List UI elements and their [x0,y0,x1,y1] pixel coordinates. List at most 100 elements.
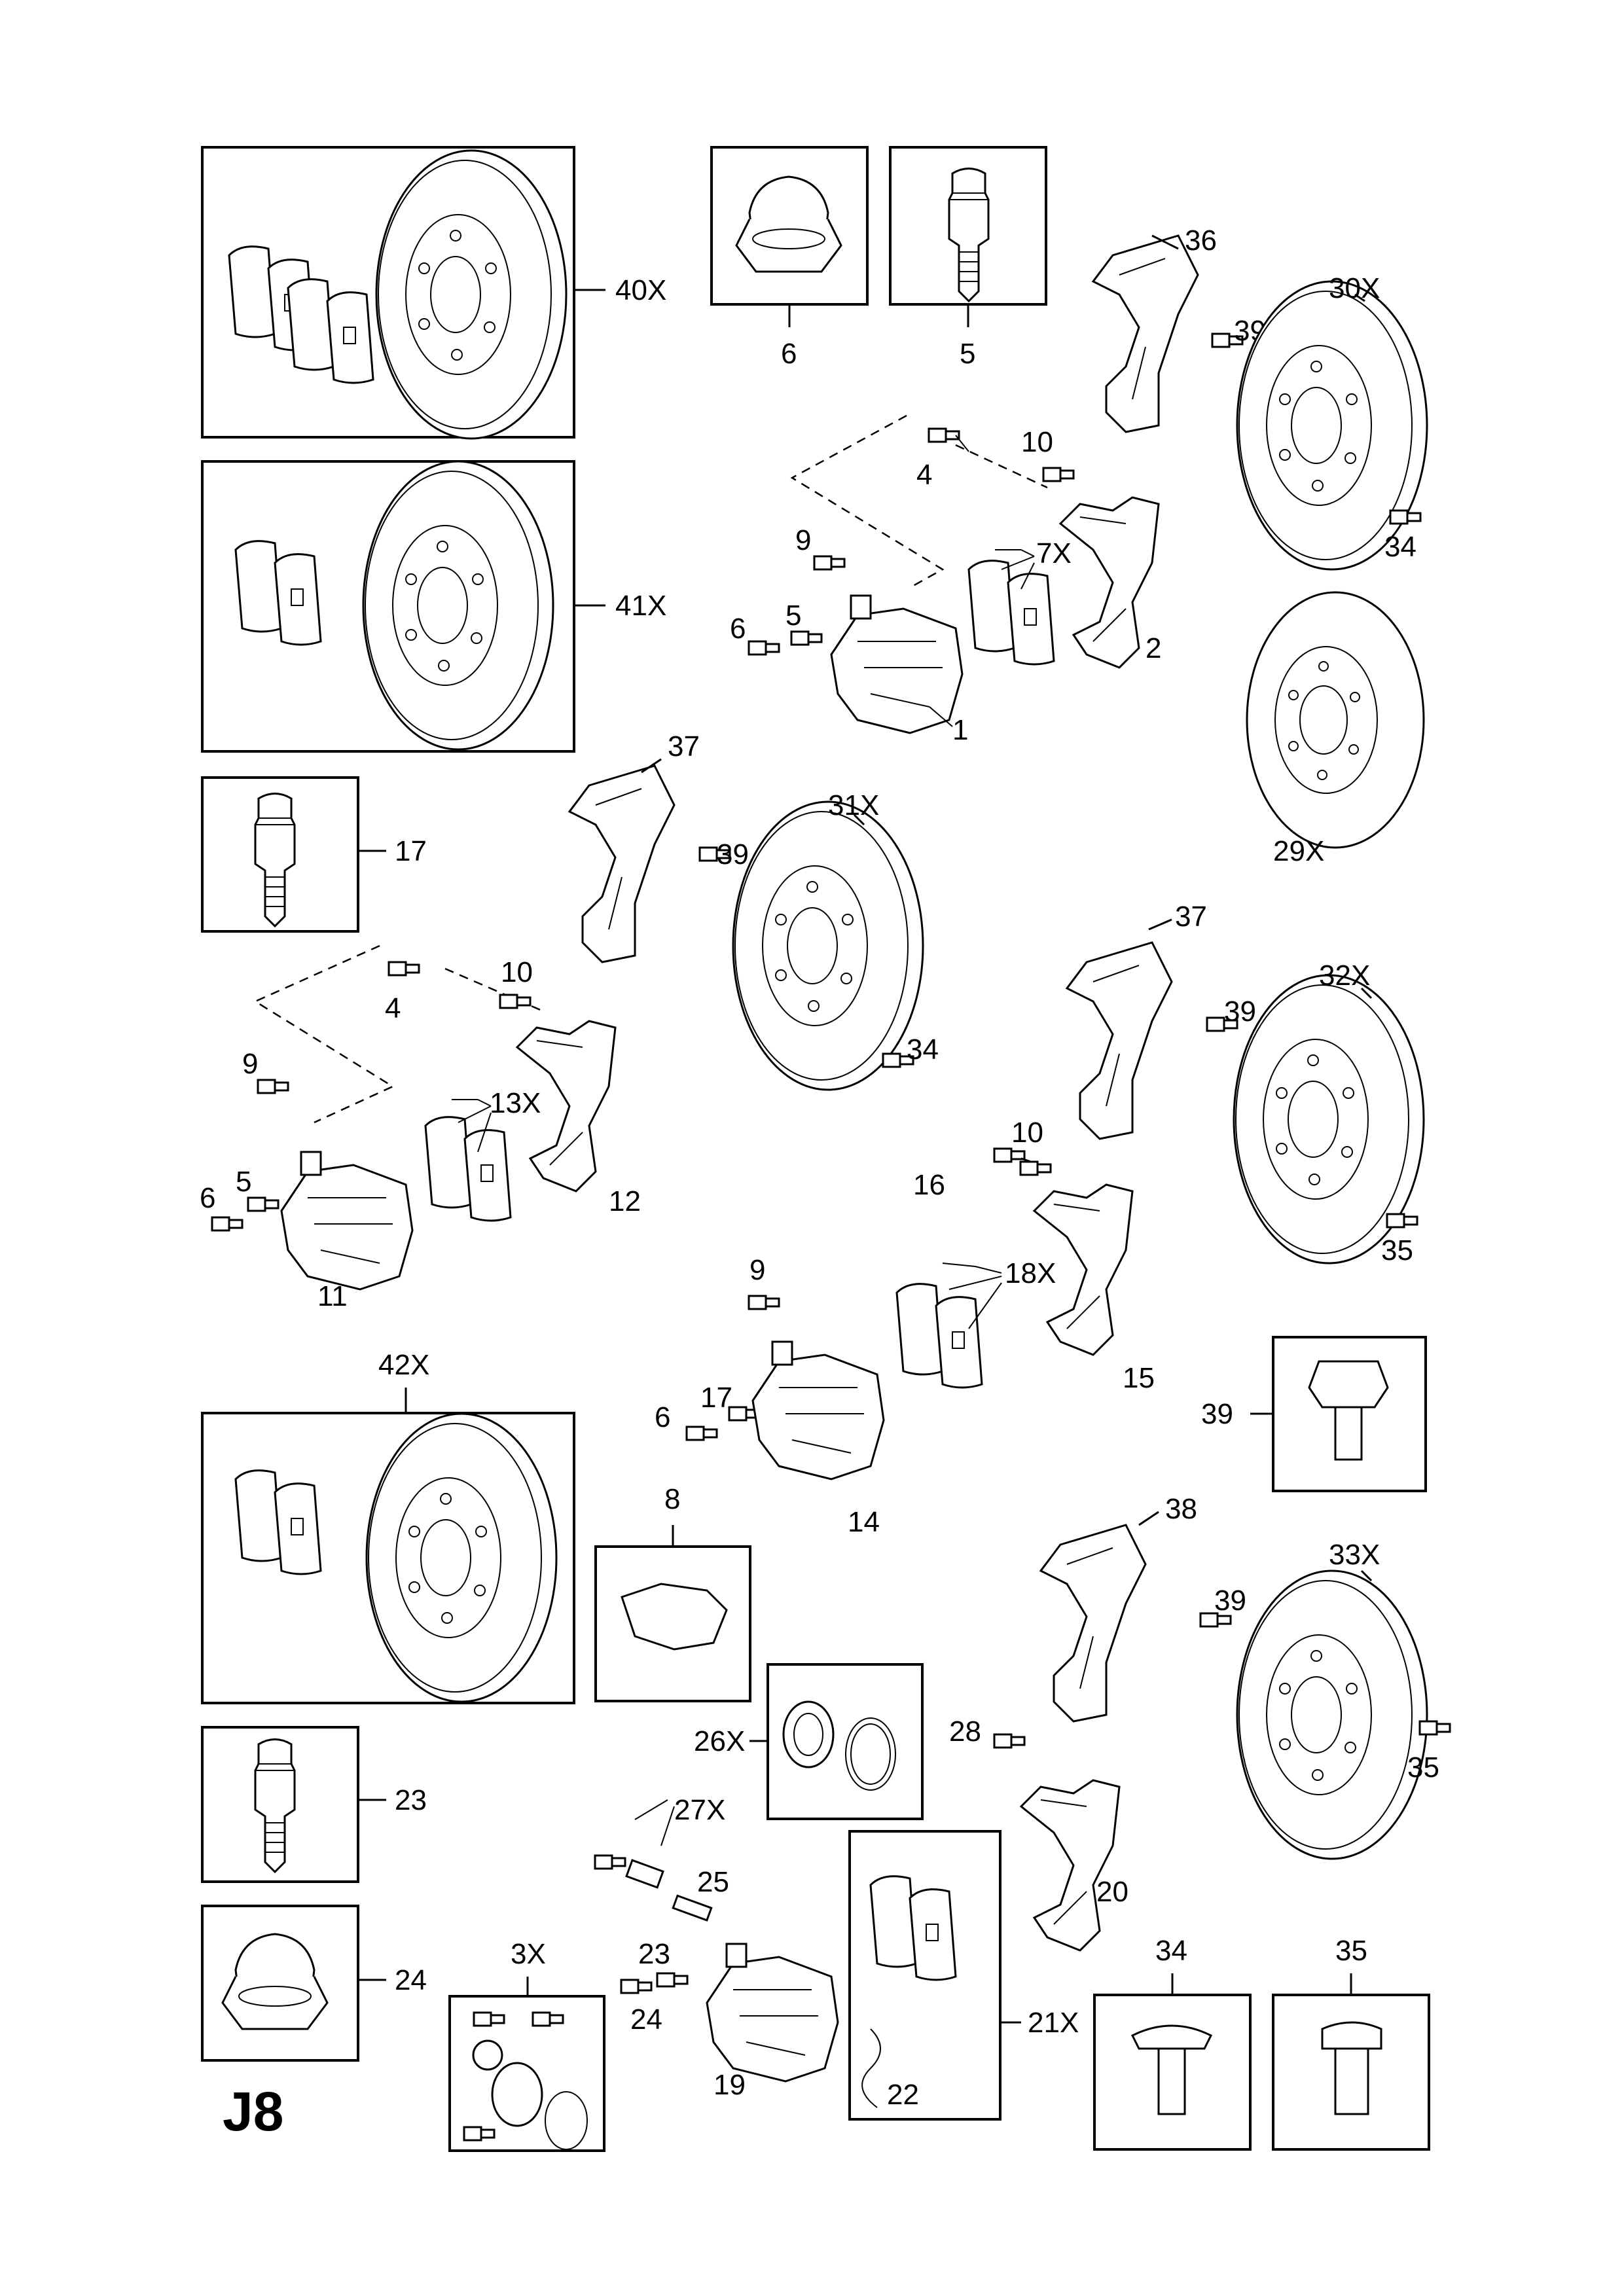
bolt-39-box: 39 [1201,1336,1427,1492]
bolt-39-b: 39 [698,838,749,870]
label-2: 2 [1146,632,1161,664]
screw-34-box: 34 [1093,1935,1252,2151]
label-35-a: 35 [1381,1234,1413,1266]
label-39-c: 39 [1224,996,1256,1028]
label-28: 28 [949,1715,981,1748]
label-10-c: 10 [1011,1117,1043,1149]
screw-35-box: 35 [1272,1935,1430,2151]
disc-29x: 29X [1246,591,1425,867]
carrier-20: 20 [1020,1779,1128,1952]
label-23-box: 23 [395,1784,427,1816]
label-37-a: 37 [668,730,700,762]
label-34-b: 34 [907,1033,939,1066]
label-33x: 33X [1329,1539,1380,1571]
disc-31x: 31X [732,789,924,1091]
label-8: 8 [664,1483,680,1515]
label-22: 22 [887,2079,919,2111]
label-17-b: 17 [700,1382,732,1414]
label-39-b: 39 [717,838,749,870]
disc-33x: 33X [1236,1539,1428,1860]
caliper-assembly-lower: 16 10 15 18X 9 17 6 14 [655,1117,1155,1538]
label-21x: 21X [1028,2007,1079,2039]
pad-kit-21x-box: 21X 22 [848,1830,1079,2121]
bolt-39-e: 39 [1199,1585,1246,1628]
label-14: 14 [848,1506,880,1538]
label-36: 36 [1185,224,1217,257]
shield-37-b: 37 [1066,901,1207,1140]
label-1: 1 [952,714,968,746]
label-42x: 42X [378,1349,429,1381]
label-30x: 30X [1329,272,1380,304]
page-code: J8 [223,2081,283,2142]
label-18x: 18X [1005,1257,1056,1289]
label-39-box: 39 [1201,1398,1233,1430]
caliper-assembly-bottom: 27X 25 23 24 19 [594,1794,839,2101]
label-7x: 7X [1036,537,1072,569]
label-40x: 40X [615,274,666,306]
bleed-screw-17-box: 17 [201,776,427,933]
label-9-c: 9 [749,1254,765,1286]
label-24-b: 24 [630,2003,662,2036]
label-41x: 41X [615,590,666,622]
disc-30x: 30X [1236,272,1428,571]
screw-34-a: 34 [1384,509,1422,563]
screw-34-b: 34 [882,1033,939,1068]
bolt-39-c: 39 [1206,996,1256,1032]
shield-36: 36 [1092,224,1217,433]
label-35-b: 35 [1407,1751,1439,1784]
label-20: 20 [1096,1876,1128,1908]
label-5-a: 5 [785,600,801,632]
label-29x: 29X [1273,835,1324,867]
label-26x: 26X [694,1725,745,1757]
screw-35-b: 35 [1407,1720,1451,1784]
caliper-assembly-top: 4 10 9 5 6 1 7X 2 [730,414,1161,746]
label-6-b: 6 [200,1182,215,1214]
seal-kit-26x-box: 26X [694,1663,924,1820]
label-4-a: 4 [916,459,932,491]
label-34-box: 34 [1155,1935,1187,1967]
label-4-b: 4 [385,992,401,1024]
label-5-b: 5 [236,1166,251,1198]
clip-8-box: 8 [594,1483,751,1702]
label-23-b: 23 [638,1938,670,1970]
label-6-a: 6 [730,613,746,645]
label-37-b: 37 [1175,901,1207,933]
repair-kit-3x-box: 3X [448,1938,605,2152]
label-24-box: 24 [395,1964,427,1996]
bleed-screw-5-box: 5 [889,146,1047,370]
label-15: 15 [1123,1362,1155,1394]
label-11: 11 [317,1280,348,1312]
label-12: 12 [609,1185,641,1217]
kit-40x-box: 40X [201,146,666,440]
label-34-a: 34 [1384,531,1416,563]
label-6-c: 6 [655,1401,670,1433]
label-10-b: 10 [501,956,533,988]
caliper-assembly-middle: 4 10 9 5 6 11 13X 12 [200,944,641,1312]
shield-37-a: 37 [568,730,700,963]
cap-6-box: 6 [710,146,869,370]
label-5-box: 5 [960,338,975,370]
label-6-box: 6 [781,338,797,370]
label-9-b: 9 [242,1048,258,1080]
label-19: 19 [713,2069,746,2101]
label-17-box: 17 [395,835,427,867]
label-27x: 27X [674,1794,725,1826]
label-39-e: 39 [1214,1585,1246,1617]
label-16: 16 [913,1169,945,1201]
label-10-a: 10 [1021,426,1053,458]
label-3x: 3X [511,1938,546,1970]
bleed-screw-23-box: 23 [201,1726,427,1883]
shield-38: 38 [1039,1493,1197,1723]
label-9-a: 9 [795,524,811,556]
screw-35-a: 35 [1381,1213,1418,1266]
bolt-28: 28 [949,1715,1026,1749]
disc-32x: 32X [1233,960,1425,1265]
label-31x: 31X [828,789,879,821]
label-25: 25 [697,1866,729,1898]
kit-42x-box: 42X [201,1349,575,1704]
kit-41x-box: 41X [201,460,666,753]
cap-24-box: 24 [201,1905,427,2062]
label-32x: 32X [1319,960,1370,992]
label-38: 38 [1165,1493,1197,1525]
